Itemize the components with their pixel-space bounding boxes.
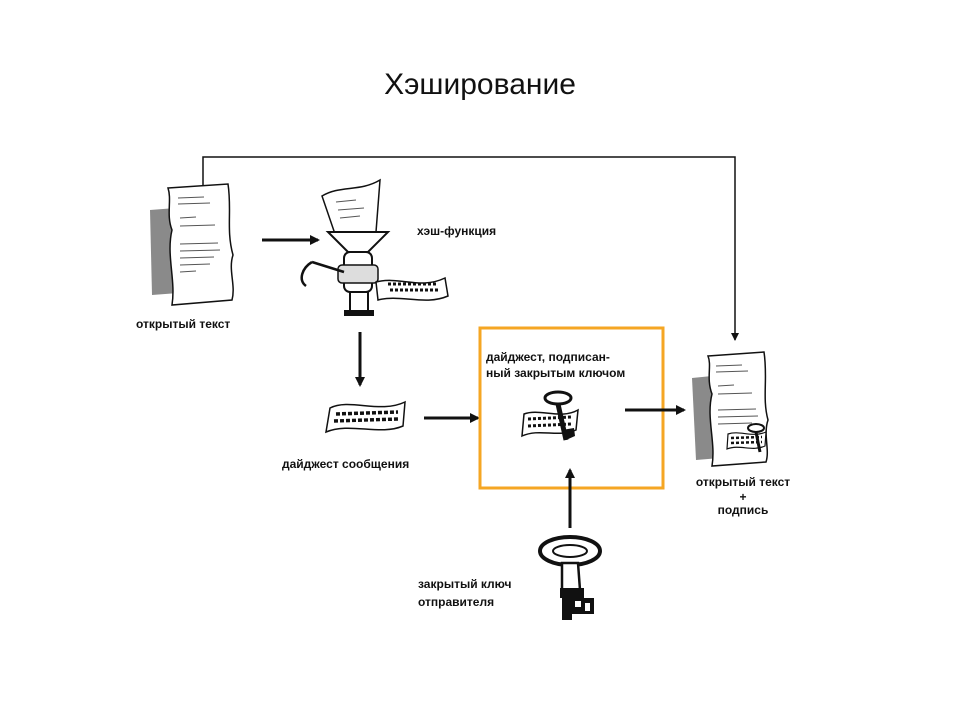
bypass-arrow xyxy=(202,156,739,341)
signed-digest-label-line2: ный закрытым ключом xyxy=(486,366,626,380)
private-key-label-line1: закрытый ключ xyxy=(418,577,512,591)
result-label-line2: + xyxy=(739,490,747,504)
digest-ribbon-icon xyxy=(325,400,406,434)
page-title: Хэширование xyxy=(384,68,576,101)
message-digest-label: дайджест сообщения xyxy=(282,457,410,471)
plaintext-label: открытый текст xyxy=(136,317,231,331)
key-icon xyxy=(538,535,602,620)
signed-digest-label-line1: дайджест, подписан- xyxy=(486,350,610,364)
result-label-line3: подпись xyxy=(717,503,769,517)
result-label-line1: открытый текст xyxy=(695,475,791,489)
hash-grinder-icon xyxy=(300,178,449,316)
signed-digest-icon xyxy=(521,390,579,441)
signed-document-icon xyxy=(692,351,769,467)
hash-function-label: хэш-функция xyxy=(417,224,497,238)
document-icon xyxy=(150,183,234,306)
private-key-label-line2: отправителя xyxy=(418,595,495,609)
